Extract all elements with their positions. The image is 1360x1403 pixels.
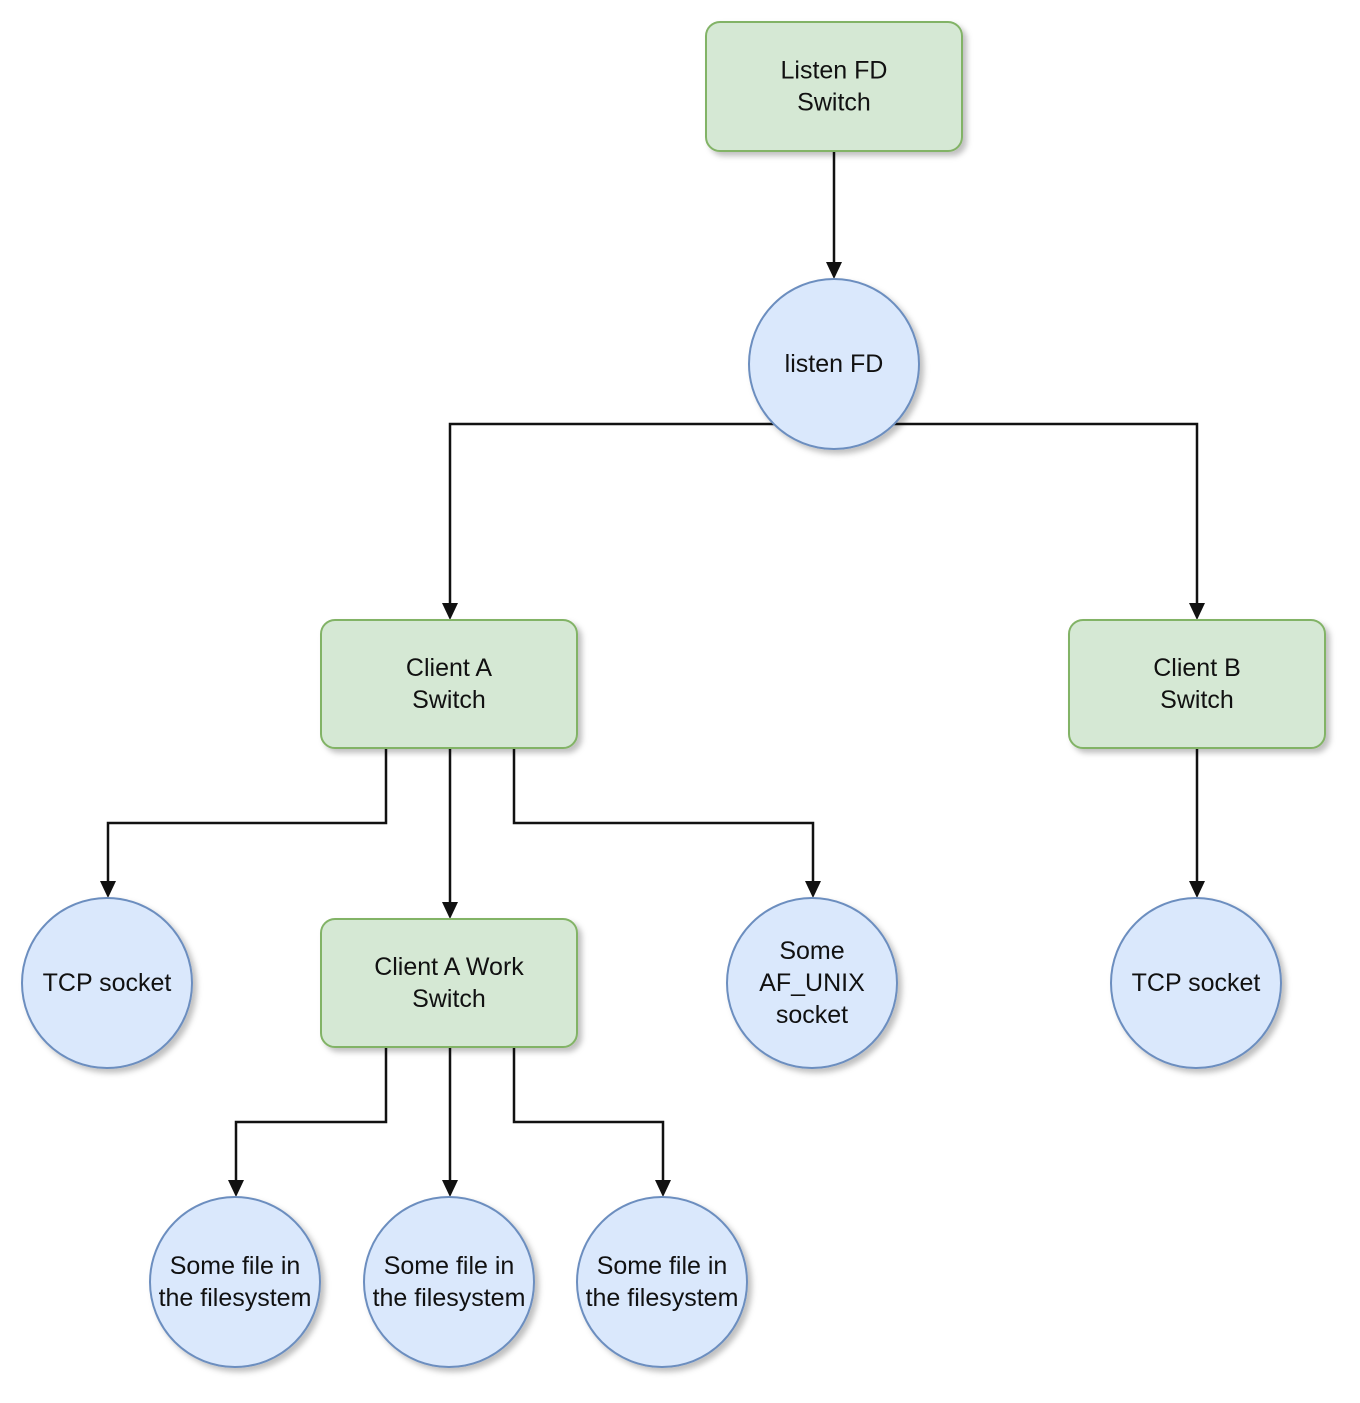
switch-node-client-a-work-shape — [320, 918, 578, 1048]
fd-node-file-1: Some file in the filesystem — [149, 1196, 321, 1368]
switch-node-client-b-label: Client B Switch — [1153, 654, 1241, 714]
edge-listen-fd-to-client-b-switch — [894, 422, 1205, 620]
fd-node-file-1-label-line-1: Some file in — [170, 1252, 301, 1280]
fd-node-client-a-tcp-socket-label-line-1: TCP socket — [43, 969, 172, 997]
fd-node-af-unix-socket-label-line-2: AF_UNIX — [759, 969, 865, 997]
fd-node-file-1-label-line-2: the filesystem — [159, 1284, 312, 1312]
switch-node-client-a-shape — [320, 619, 578, 749]
fd-node-listen-fd: listen FD — [748, 278, 920, 450]
switch-node-listen-fd-shape — [705, 21, 963, 152]
fd-node-client-b-tcp-socket-label-line-1: TCP socket — [1132, 969, 1261, 997]
edge-work-switch-to-file-2 — [442, 1047, 458, 1197]
fd-node-file-3-shape — [576, 1196, 748, 1368]
switch-node-client-b-shape — [1068, 619, 1326, 749]
fd-node-listen-fd-shape — [748, 278, 920, 450]
fd-node-file-1-shape — [149, 1196, 321, 1368]
fd-node-client-b-tcp-socket: TCP socket — [1110, 897, 1282, 1069]
fd-node-client-b-tcp-socket-label: TCP socket — [1132, 969, 1261, 997]
edge-client-a-switch-to-af-unix-socket — [512, 748, 821, 898]
switch-node-client-a-label: Client A Switch — [406, 654, 492, 714]
fd-node-af-unix-socket-shape — [726, 897, 898, 1069]
switch-node-client-b-label-line-2: Switch — [1160, 686, 1234, 714]
fd-node-af-unix-socket-label-line-3: socket — [776, 1001, 848, 1029]
fd-node-file-3-label: Some file in the filesystem — [586, 1252, 739, 1312]
fd-node-client-a-tcp-socket-shape — [21, 897, 193, 1069]
fd-node-file-2: Some file in the filesystem — [363, 1196, 535, 1368]
fd-node-file-3-label-line-1: Some file in — [597, 1252, 728, 1280]
fd-node-client-b-tcp-socket-shape — [1110, 897, 1282, 1069]
fd-node-file-2-label-line-2: the filesystem — [373, 1284, 526, 1312]
edge-client-a-switch-to-tcp-socket — [100, 748, 388, 898]
edge-work-switch-to-file-1 — [228, 1047, 388, 1197]
edge-work-switch-to-file-3 — [512, 1047, 671, 1197]
switch-node-listen-fd-label: Listen FD Switch — [781, 57, 888, 117]
switch-node-client-a-label-line-2: Switch — [412, 686, 486, 714]
switch-node-client-a-work-label-line-1: Client A Work — [374, 953, 524, 981]
switch-node-client-a-work-label-line-2: Switch — [412, 985, 486, 1013]
fd-node-listen-fd-label: listen FD — [785, 350, 884, 378]
fd-node-file-2-shape — [363, 1196, 535, 1368]
fd-node-client-a-tcp-socket: TCP socket — [21, 897, 193, 1069]
fd-node-client-a-tcp-socket-label: TCP socket — [43, 969, 172, 997]
switch-node-client-a: Client A Switch — [320, 619, 578, 749]
edges — [100, 151, 1205, 1197]
switch-node-client-a-label-line-1: Client A — [406, 654, 492, 682]
edge-client-a-switch-to-work-switch — [442, 748, 458, 919]
fd-node-file-3-label-line-2: the filesystem — [586, 1284, 739, 1312]
fd-node-af-unix-socket-label-line-1: Some — [779, 937, 844, 965]
fd-node-file-2-label: Some file in the filesystem — [373, 1252, 526, 1312]
switch-node-client-b: Client B Switch — [1068, 619, 1326, 749]
edge-listen-fd-switch-to-listen-fd — [826, 151, 842, 279]
switch-node-listen-fd-label-line-2: Switch — [797, 89, 871, 117]
fd-node-file-3: Some file in the filesystem — [576, 1196, 748, 1368]
switch-node-listen-fd: Listen FD Switch — [705, 21, 963, 152]
edge-client-b-switch-to-tcp-socket — [1189, 748, 1205, 898]
fd-node-file-1-label: Some file in the filesystem — [159, 1252, 312, 1312]
fd-node-file-2-label-line-1: Some file in — [384, 1252, 515, 1280]
switch-node-client-b-label-line-1: Client B — [1153, 654, 1241, 682]
fd-node-listen-fd-label-line-1: listen FD — [785, 350, 884, 378]
switch-node-listen-fd-label-line-1: Listen FD — [781, 57, 888, 85]
edge-listen-fd-to-client-a-switch — [442, 422, 774, 620]
